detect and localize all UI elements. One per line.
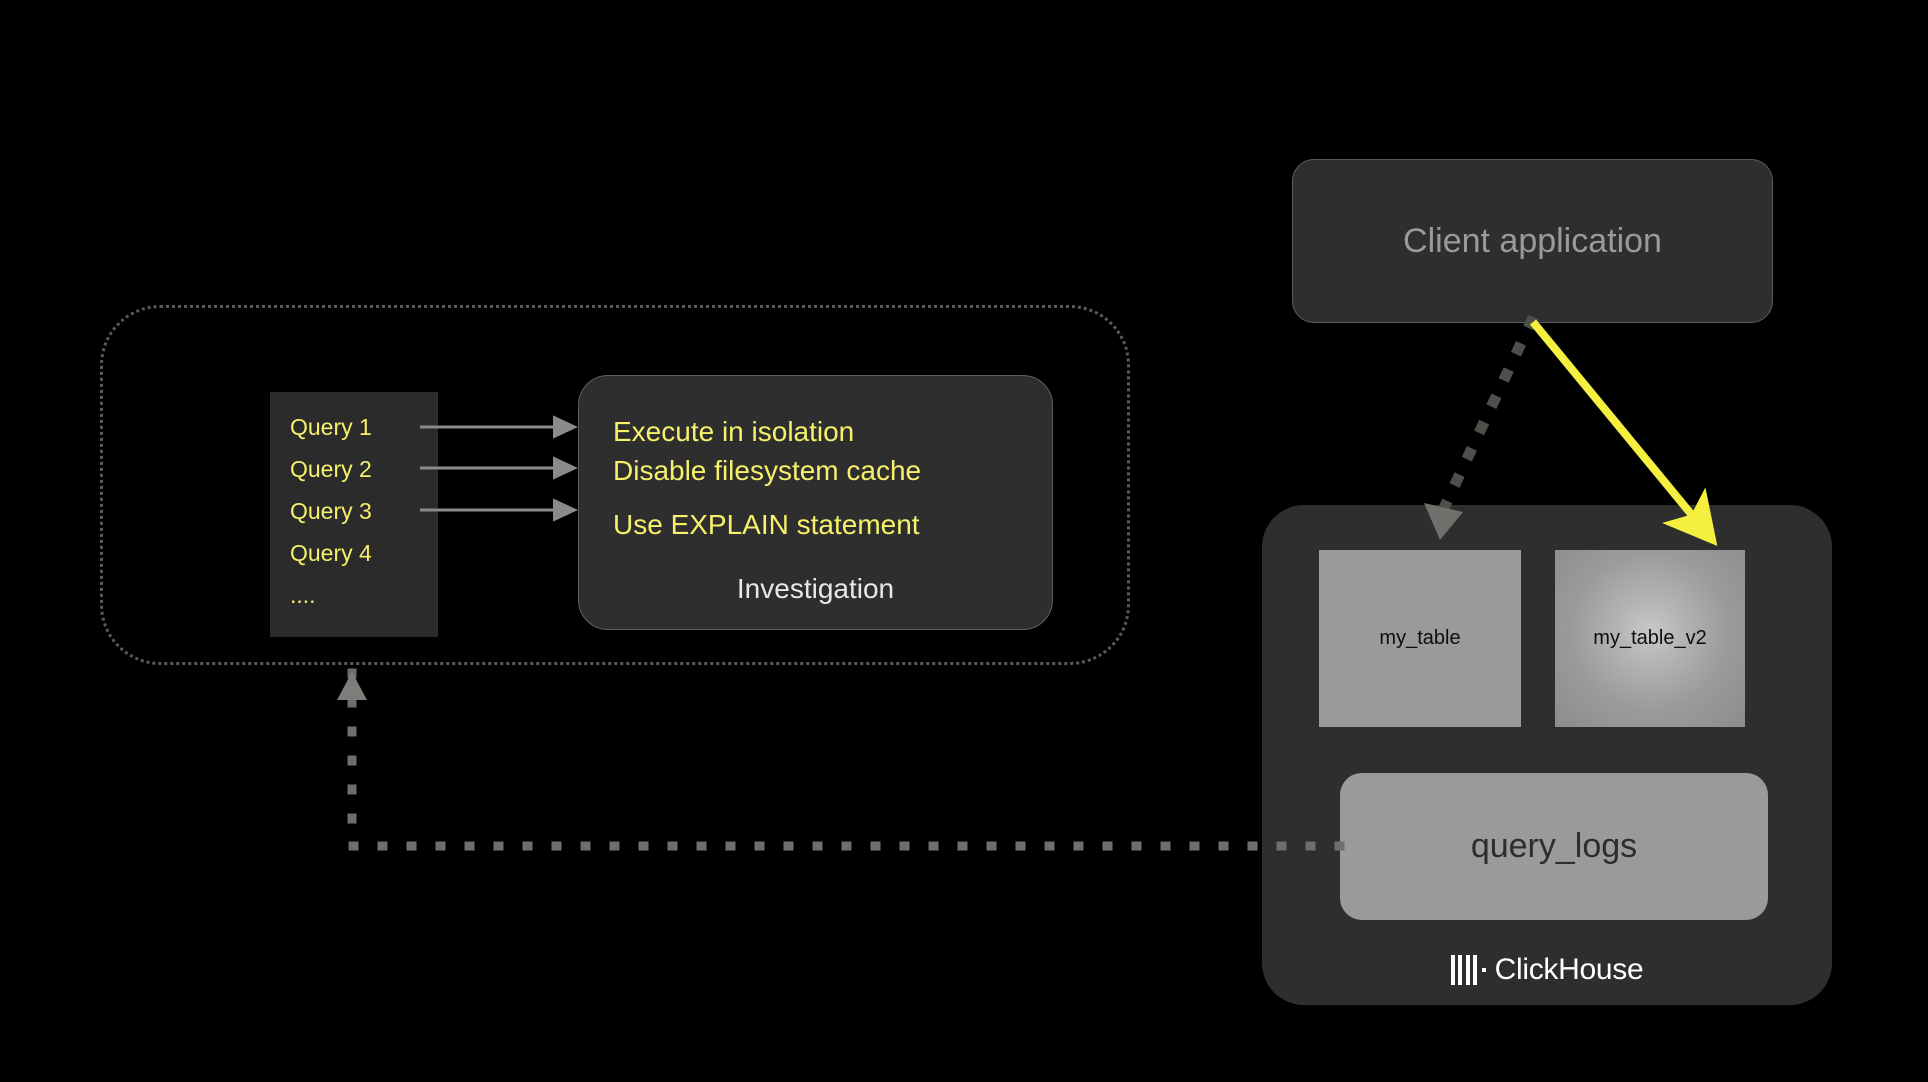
list-item: Query 4 (290, 540, 372, 566)
clickhouse-container: my_table my_table_v2 query_logs ClickHou… (1262, 505, 1832, 1005)
table-label: my_table (1379, 627, 1461, 649)
list-item: .... (290, 582, 316, 608)
clickhouse-bars-icon (1450, 955, 1486, 985)
investigation-scope-container (100, 305, 1130, 665)
list-item: Query 2 (290, 456, 372, 482)
table-label: my_table_v2 (1593, 627, 1707, 649)
list-item: Query 3 (290, 498, 372, 524)
query-logs-feedback-arrow (337, 667, 1345, 851)
client-to-my-table-v2-arrow (1529, 319, 1718, 546)
investigation-box: Execute in isolation Disable filesystem … (578, 375, 1053, 630)
investigation-caption: Investigation (736, 573, 895, 604)
query-list-panel: Query 1 Query 2 Query 3 Query 4 .... (270, 392, 438, 637)
table-my-table: my_table (1319, 550, 1521, 727)
clickhouse-wordmark: ClickHouse (1494, 953, 1644, 986)
table-label: query_logs (1470, 827, 1638, 865)
investigation-step: Execute in isolation (613, 416, 855, 447)
client-application-label: Client application (1403, 221, 1662, 260)
investigation-step: Use EXPLAIN statement (613, 509, 920, 540)
investigation-steps: Execute in isolation Disable filesystem … (613, 412, 1033, 544)
investigation-step: Disable filesystem cache (613, 455, 922, 486)
table-query-logs: query_logs (1340, 773, 1768, 920)
clickhouse-logo: ClickHouse (1262, 953, 1832, 987)
list-item: Query 1 (290, 414, 372, 440)
table-my-table-v2: my_table_v2 (1555, 550, 1745, 727)
client-application-box: Client application (1292, 159, 1773, 323)
